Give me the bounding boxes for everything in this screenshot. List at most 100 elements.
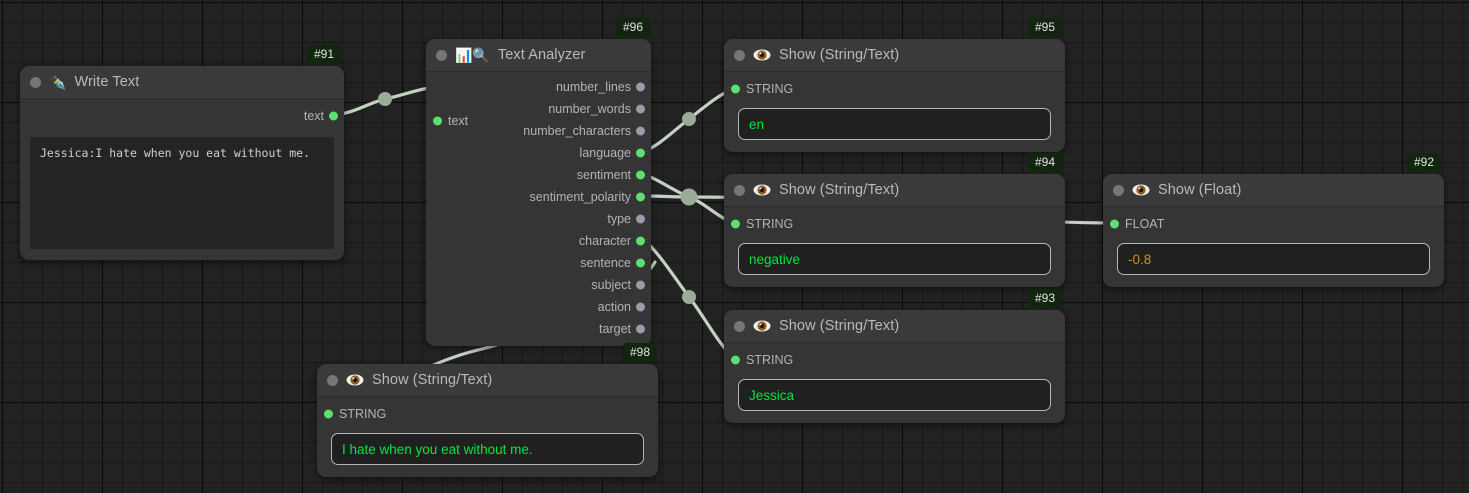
output-port-number-lines[interactable]: number_lines: [426, 76, 651, 98]
output-port-character[interactable]: character: [426, 230, 651, 252]
node-id-badge-92: #92: [1407, 153, 1442, 173]
node-header[interactable]: Show (Float): [1103, 174, 1444, 207]
port-dot-icon[interactable]: [1110, 219, 1119, 229]
port-dot-icon[interactable]: [636, 104, 645, 114]
port-dot-icon[interactable]: [636, 192, 645, 202]
port-label: target: [599, 322, 631, 336]
node-header[interactable]: Show (String/Text): [724, 310, 1065, 343]
show-value-field[interactable]: en: [738, 108, 1051, 140]
collapse-dot-icon[interactable]: [734, 184, 745, 196]
port-dot-icon[interactable]: [636, 258, 645, 268]
collapse-dot-icon[interactable]: [734, 49, 745, 61]
wire-write-text-to-analyzer: [332, 85, 437, 117]
port-label: number_words: [548, 102, 631, 116]
eye-icon: [1132, 184, 1150, 196]
port-dot-icon[interactable]: [636, 170, 645, 180]
output-port-type[interactable]: type: [426, 208, 651, 230]
port-label: STRING: [746, 82, 794, 96]
node-id-badge-98: #98: [623, 343, 658, 363]
output-port-sentiment[interactable]: sentiment: [426, 164, 651, 186]
node-header[interactable]: 📊🔍 Text Analyzer: [426, 39, 651, 72]
collapse-dot-icon[interactable]: [436, 49, 447, 61]
show-value-field[interactable]: Jessica: [738, 379, 1051, 411]
input-port-string[interactable]: STRING: [724, 213, 1065, 235]
show-value-field[interactable]: negative: [738, 243, 1051, 275]
collapse-dot-icon[interactable]: [327, 374, 338, 386]
node-id-badge-91: #91: [307, 45, 342, 65]
wire-character-to-show-93: [641, 237, 737, 360]
port-dot-icon[interactable]: [636, 82, 645, 92]
wire-reroute-dot: [682, 290, 696, 304]
output-port-sentence[interactable]: sentence: [426, 252, 651, 274]
wire-language-to-show-95: [641, 86, 737, 154]
output-port-target[interactable]: target: [426, 318, 651, 340]
port-dot-icon[interactable]: [636, 280, 645, 290]
node-show-string-94[interactable]: Show (String/Text) STRING negative: [724, 174, 1065, 287]
port-dot-icon[interactable]: [731, 84, 740, 94]
port-dot-icon[interactable]: [636, 324, 645, 334]
port-dot-icon[interactable]: [433, 116, 442, 126]
port-dot-icon[interactable]: [636, 126, 645, 136]
node-header[interactable]: Show (String/Text): [724, 174, 1065, 207]
port-label: character: [578, 234, 631, 248]
node-title: Show (Float): [1158, 182, 1242, 198]
eye-icon: [346, 374, 364, 386]
node-id-badge-95: #95: [1028, 18, 1063, 38]
port-dot-icon[interactable]: [731, 355, 740, 365]
collapse-dot-icon[interactable]: [1113, 184, 1124, 196]
node-title: Write Text: [74, 74, 140, 90]
node-text-analyzer[interactable]: 📊🔍 Text Analyzer text number_lines numbe…: [426, 39, 651, 346]
port-label: number_characters: [523, 124, 631, 138]
port-dot-icon[interactable]: [636, 148, 645, 158]
port-dot-icon[interactable]: [636, 214, 645, 224]
output-port-number-characters[interactable]: number_characters: [426, 120, 651, 142]
node-header[interactable]: Show (String/Text): [724, 39, 1065, 72]
port-label: text: [303, 109, 324, 123]
eye-icon: [753, 320, 771, 332]
node-show-string-98[interactable]: Show (String/Text) STRING I hate when yo…: [317, 364, 658, 477]
output-port-number-words[interactable]: number_words: [426, 98, 651, 120]
port-dot-icon[interactable]: [636, 302, 645, 312]
wire-reroute-dot: [378, 92, 392, 106]
input-port-string[interactable]: STRING: [724, 78, 1065, 100]
node-show-string-93[interactable]: Show (String/Text) STRING Jessica: [724, 310, 1065, 423]
node-show-float-92[interactable]: Show (Float) FLOAT -0.8: [1103, 174, 1444, 287]
output-port-subject[interactable]: subject: [426, 274, 651, 296]
bar-chart-magnifier-icon: 📊🔍: [455, 47, 490, 63]
collapse-dot-icon[interactable]: [734, 320, 745, 332]
port-label: type: [607, 212, 631, 226]
collapse-dot-icon[interactable]: [30, 76, 41, 88]
input-port-text[interactable]: text: [426, 110, 468, 132]
node-title: Show (String/Text): [779, 47, 900, 63]
output-port-sentiment-polarity[interactable]: sentiment_polarity: [426, 186, 651, 208]
port-dot-icon[interactable]: [324, 409, 333, 419]
input-port-string[interactable]: STRING: [317, 403, 658, 425]
output-port-action[interactable]: action: [426, 296, 651, 318]
output-port-text[interactable]: text: [20, 105, 344, 127]
port-label: text: [448, 114, 469, 128]
output-port-language[interactable]: language: [426, 142, 651, 164]
port-dot-icon[interactable]: [731, 219, 740, 229]
port-label: STRING: [746, 353, 794, 367]
node-show-string-95[interactable]: Show (String/Text) STRING en: [724, 39, 1065, 152]
show-value-field[interactable]: -0.8: [1117, 243, 1430, 275]
input-port-float[interactable]: FLOAT: [1103, 213, 1444, 235]
port-label: STRING: [746, 217, 794, 231]
port-dot-icon[interactable]: [329, 111, 338, 121]
port-dot-icon[interactable]: [636, 236, 645, 246]
node-title: Show (String/Text): [372, 372, 493, 388]
port-label: FLOAT: [1125, 217, 1165, 231]
node-header[interactable]: Show (String/Text): [317, 364, 658, 397]
port-label: sentiment_polarity: [529, 190, 631, 204]
wire-reroute-dot: [680, 188, 698, 206]
node-header[interactable]: ✒️ Write Text: [20, 66, 344, 99]
port-label: subject: [591, 278, 631, 292]
node-write-text[interactable]: ✒️ Write Text text Jessica:I hate when y…: [20, 66, 344, 260]
node-body: text number_lines number_words number_ch…: [426, 72, 651, 350]
write-text-textarea[interactable]: Jessica:I hate when you eat without me.: [30, 137, 334, 249]
show-value-field[interactable]: I hate when you eat without me.: [331, 433, 644, 465]
node-body: text Jessica:I hate when you eat without…: [20, 99, 344, 259]
input-port-string[interactable]: STRING: [724, 349, 1065, 371]
eye-icon: [753, 49, 771, 61]
